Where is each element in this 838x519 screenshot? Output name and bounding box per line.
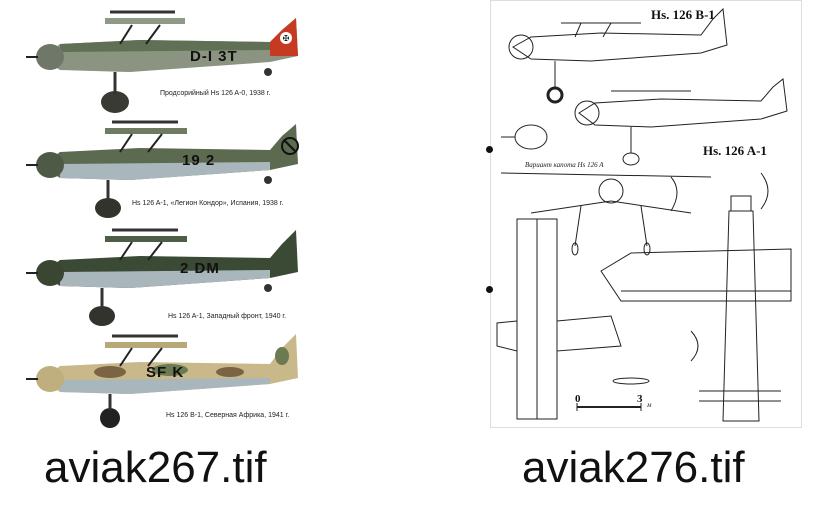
filename-left: aviak267.tif — [44, 443, 267, 492]
profile-caption-4: Hs 126 B-1, Северная Африка, 1941 г. — [166, 412, 290, 419]
profiles-image: ✠ — [20, 0, 320, 430]
aircraft-profile-3 — [26, 228, 298, 326]
front-view — [500, 172, 712, 256]
scale-unit-label: м — [647, 401, 652, 409]
side-view-b1 — [508, 7, 728, 104]
scale-start-label: 0 — [575, 393, 581, 405]
side-view-a1 — [501, 78, 788, 166]
aircraft-profile-1: ✠ — [26, 10, 298, 113]
aircraft-profile-2 — [26, 120, 299, 218]
registration-4: SF K — [146, 364, 185, 381]
aircraft-profile-4 — [26, 334, 298, 428]
scale-bar — [576, 403, 642, 411]
profile-caption-1: Продсорийный Hs 126 A-0, 1938 г. — [160, 90, 271, 97]
underside-view — [699, 195, 781, 422]
registration-2: 19 2 — [182, 152, 216, 169]
wing-planform — [600, 248, 792, 302]
variant-label: Вариант капота Hs 126 A — [525, 161, 604, 169]
profile-caption-3: Hs 126 A-1, Западный фронт, 1940 г. — [168, 313, 287, 320]
top-view — [496, 218, 622, 420]
registration-1: D-I 3T — [190, 48, 238, 65]
section-details — [612, 172, 769, 385]
registration-3: 2 DM — [180, 260, 220, 277]
bullet-marker-2 — [486, 286, 493, 293]
bullet-marker-1 — [486, 146, 493, 153]
svg-text:✠: ✠ — [283, 34, 290, 43]
scale-end-label: 3 — [637, 393, 643, 405]
line-drawing-image: Hs. 126 B-1 Hs. 126 A-1 Вариант капота H… — [490, 0, 802, 428]
profiles-artwork: ✠ — [26, 10, 299, 428]
title-a1: Hs. 126 A-1 — [703, 143, 767, 158]
filename-right: aviak276.tif — [522, 443, 745, 492]
line-drawing-artwork — [496, 7, 792, 422]
profile-caption-2: Hs 126 A-1, «Легион Кондор», Испания, 19… — [132, 200, 284, 207]
title-b1: Hs. 126 B-1 — [651, 7, 715, 22]
